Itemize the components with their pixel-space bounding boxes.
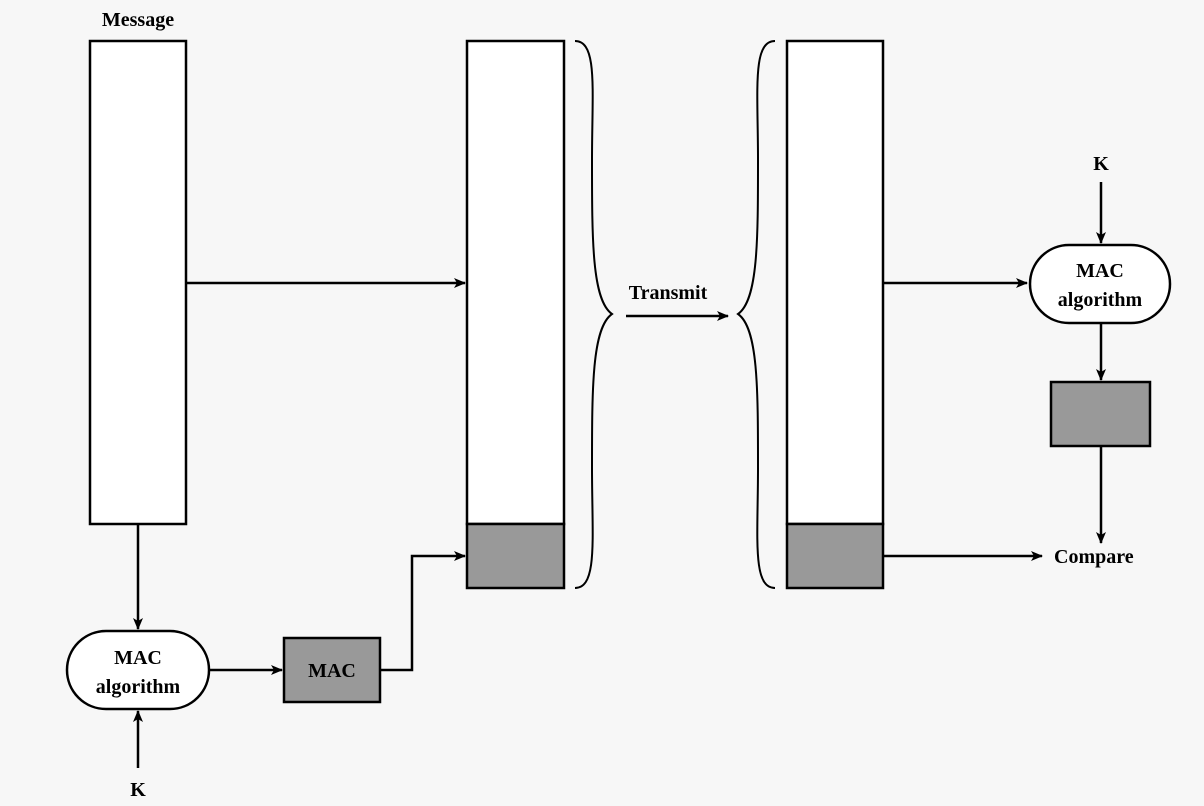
- received-message-block: [785, 39, 885, 526]
- received-mac-block: [785, 522, 885, 590]
- message-block: [88, 39, 188, 526]
- sender-key-label: K: [130, 779, 146, 801]
- sender-mac-algorithm: MAC algorithm: [65, 629, 211, 711]
- computed-mac-block: [1049, 380, 1152, 448]
- receiver-key-label: K: [1093, 153, 1109, 175]
- mac-to-appended-arrow: [380, 551, 466, 672]
- sent-mac-block: [465, 522, 566, 590]
- mac-box-label: MAC: [308, 660, 356, 682]
- receiver-algorithm-line1: MAC: [1076, 260, 1124, 282]
- transmit-label: Transmit: [629, 282, 708, 304]
- compare-label: Compare: [1054, 546, 1134, 568]
- sender-algorithm-line1: MAC: [114, 647, 162, 669]
- sender-brace: [574, 40, 614, 589]
- message-label: Message: [102, 9, 174, 31]
- receiver-algorithm-line2: algorithm: [1058, 289, 1143, 311]
- sender-algorithm-line2: algorithm: [96, 676, 181, 698]
- sent-message-block: [465, 39, 566, 526]
- receiver-mac-algorithm: MAC algorithm: [1028, 243, 1172, 325]
- receiver-brace: [736, 40, 776, 589]
- mac-value-box: MAC: [282, 636, 382, 704]
